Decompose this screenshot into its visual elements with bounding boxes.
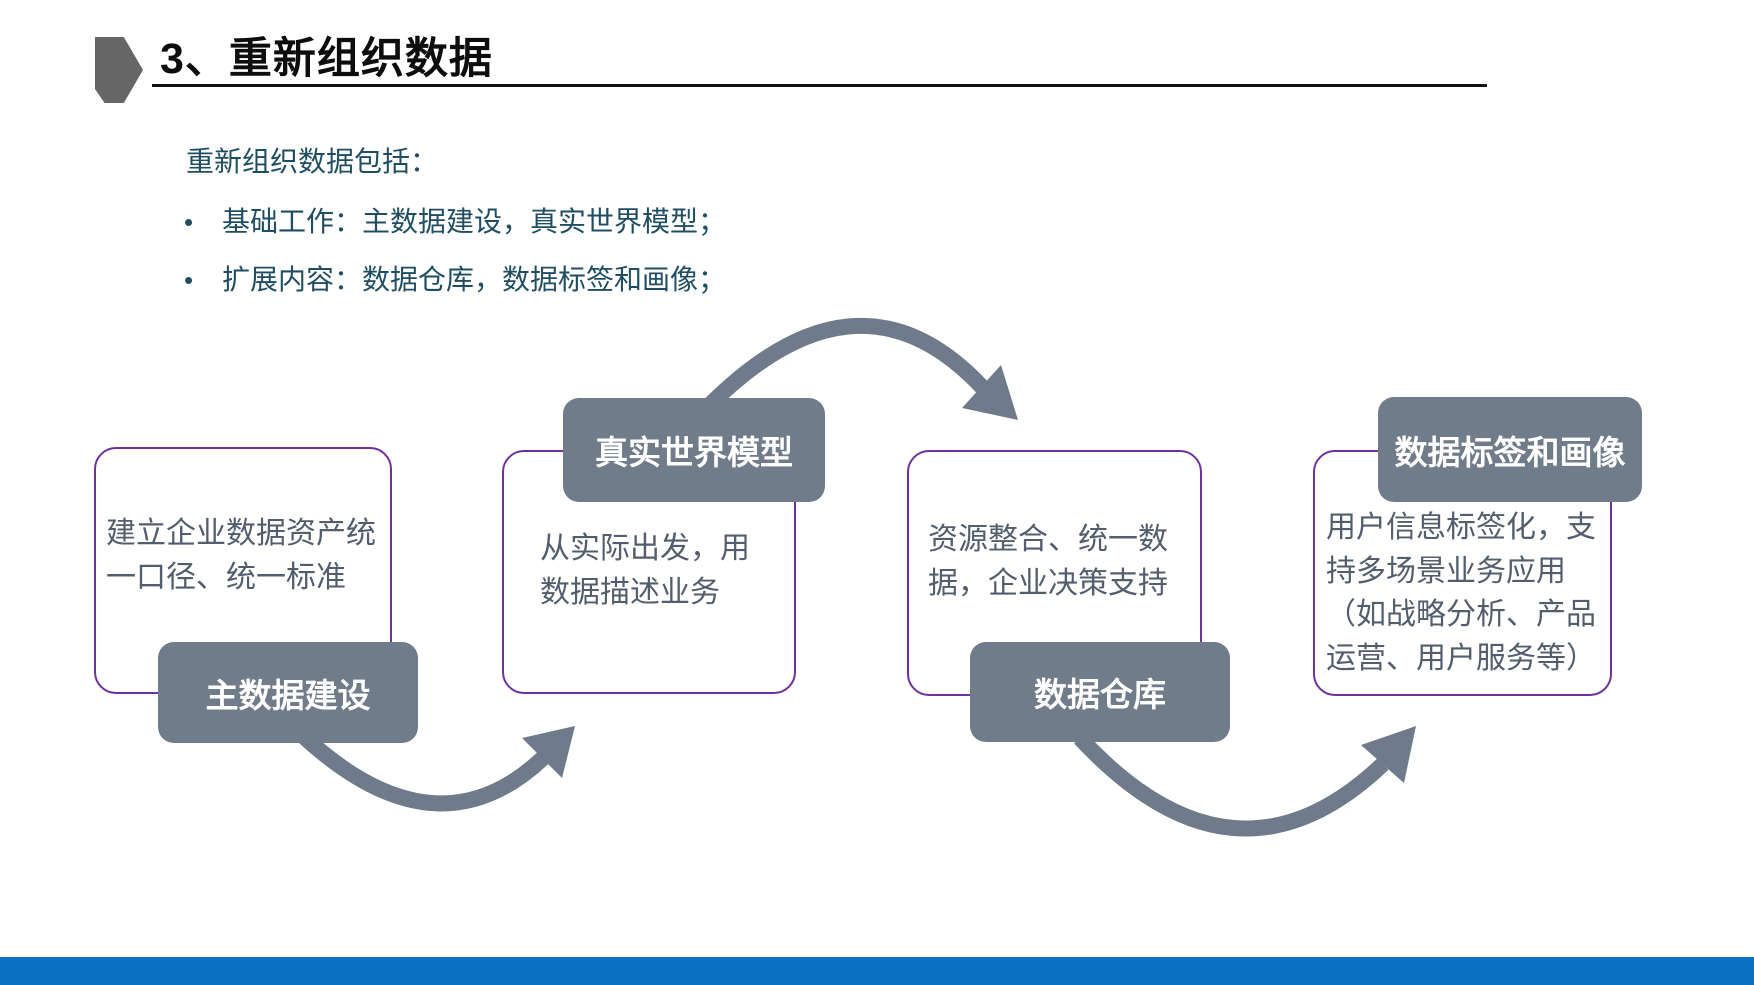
intro-text: 重新组织数据包括： [186,146,439,177]
curved-arrow-bottom-right-icon [1074,732,1389,837]
page-title: 3、重新组织数据 [160,35,493,83]
step-description: 资源整合、统一数 据，企业决策支持 [928,523,1168,600]
title-underline [152,84,1487,87]
arrowhead-bottom-right-icon [1361,726,1416,783]
arrowhead-top-icon [962,365,1018,420]
bullet-dot-icon: • [184,265,194,295]
bullet-item: • 基础工作：主数据建设，真实世界模型； [184,200,726,240]
step-label-data-warehouse: 数据仓库 [970,642,1230,742]
bullet-item: • 扩展内容：数据仓库，数据标签和画像； [184,258,726,298]
arrowhead-bottom-left-icon [522,726,575,778]
step-description: 从实际出发，用 数据描述业务 [540,532,750,609]
step-label-real-world-model: 真实世界模型 [563,398,825,502]
step-label-master-data: 主数据建设 [158,642,418,743]
step-description: 建立企业数据资产统 一口径、统一标准 [106,517,376,594]
step-description: 用户信息标签化，支 持多场景业务应用 （如战略分析、产品 运营、用户服务等） [1326,511,1596,675]
bullet-text: 扩展内容：数据仓库，数据标签和画像； [222,264,727,295]
step-label-data-tags: 数据标签和画像 [1378,397,1642,502]
curved-arrow-bottom-left-icon [294,727,549,812]
footer-accent-bar [0,957,1754,985]
title-pentagon-marker-icon [95,37,143,103]
bullet-dot-icon: • [184,207,194,237]
bullet-text: 基础工作：主数据建设，真实世界模型； [222,206,727,237]
